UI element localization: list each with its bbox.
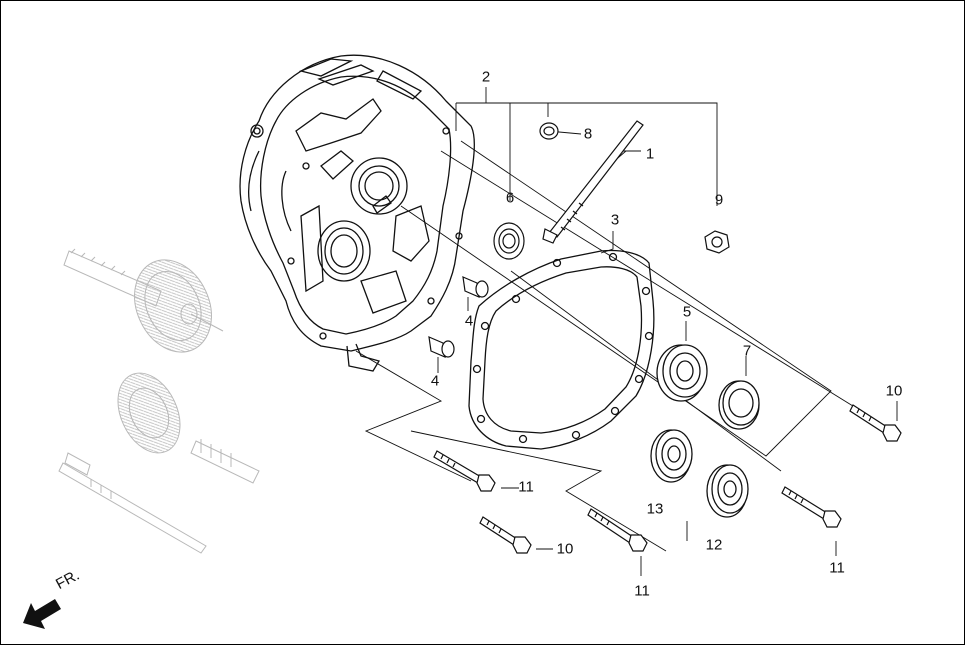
part-13-bearing xyxy=(650,429,693,483)
part-4-dowel-pins xyxy=(428,276,489,358)
callout-3: 3 xyxy=(610,211,620,229)
part-9-nut xyxy=(704,230,730,254)
callout-11-upper: 11 xyxy=(518,478,534,496)
transmission-cover-housing xyxy=(239,54,475,372)
callout-11-middle: 11 xyxy=(634,582,650,600)
callout-10-lower: 10 xyxy=(556,540,574,558)
part-8-o-ring xyxy=(539,122,559,140)
leader-lines xyxy=(355,87,898,576)
callout-11-right: 11 xyxy=(829,559,845,577)
callout-8: 8 xyxy=(583,125,593,143)
part-11-bolt-upper xyxy=(433,450,496,492)
callout-1: 1 xyxy=(645,145,655,163)
front-direction-arrow-icon xyxy=(23,599,61,629)
part-10-bolt-right xyxy=(849,404,902,442)
callout-13: 13 xyxy=(646,500,664,518)
part-10-bolt-lower xyxy=(479,516,532,554)
callout-12: 12 xyxy=(705,536,723,554)
bolts xyxy=(433,404,902,554)
cover-gasket xyxy=(468,249,655,450)
callout-6: 6 xyxy=(505,189,515,207)
callout-9: 9 xyxy=(714,191,724,209)
part-6-oil-seal xyxy=(493,222,525,260)
callout-4-lower: 4 xyxy=(430,372,440,390)
part-7-oil-seal xyxy=(718,380,760,430)
part-11-bolt-middle xyxy=(587,508,648,552)
callout-7: 7 xyxy=(742,342,752,360)
part-12-bearing xyxy=(706,464,749,518)
ghost-gear-shafts xyxy=(58,248,260,554)
callout-4-upper: 4 xyxy=(464,312,474,330)
callout-5: 5 xyxy=(682,303,692,321)
part-5-bearing xyxy=(656,344,708,402)
part-1-stud-bolt xyxy=(542,120,644,244)
callout-10-right: 10 xyxy=(885,382,903,400)
part-11-bolt-right xyxy=(781,486,842,528)
callout-2: 2 xyxy=(481,68,491,86)
